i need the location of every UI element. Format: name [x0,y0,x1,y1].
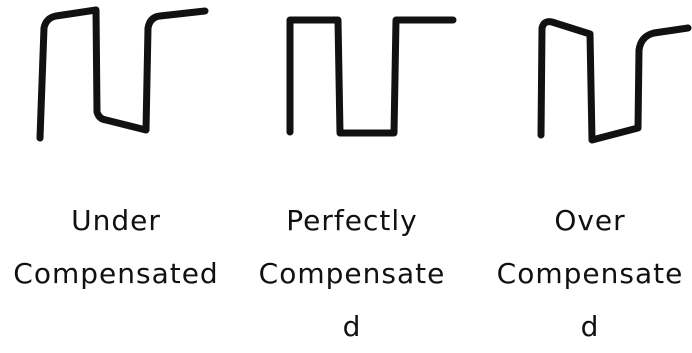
label-line: Under [71,204,161,237]
panel-perfectly-compensated: Perfectly Compensate d [232,0,472,343]
panel-under-compensated: Under Compensated [0,0,232,341]
label-line: d [342,310,362,343]
label-line: Compensate [496,257,684,290]
perfectly-compensated-waveform [286,16,457,137]
panel-over-compensated: Over Compensate d [472,0,692,343]
label-line: Compensate [258,257,446,290]
label-line: Over [554,204,626,237]
over-compensated-waveform [537,18,692,144]
perfectly-compensated-label: Perfectly Compensate d [232,194,472,353]
under-compensated-waveform [36,6,209,142]
under-compensated-label: Under Compensated [0,194,232,300]
label-line: Perfectly [286,204,418,237]
over-compensated-label: Over Compensate d [470,194,692,353]
label-line: Compensated [13,257,219,290]
label-line: d [580,310,600,343]
